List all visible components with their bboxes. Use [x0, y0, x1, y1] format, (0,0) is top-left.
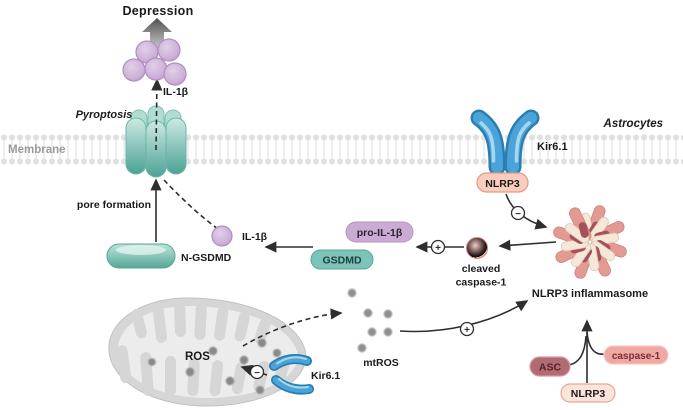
activation-sign	[430, 239, 446, 255]
activation-mtros-inflammasome: +	[399, 300, 529, 337]
gsdmd: GSDMD	[310, 249, 374, 270]
astrocytes-label: Astrocytes	[603, 118, 663, 130]
arrow-inflammasome-caspase1	[498, 239, 557, 251]
pore-formation: pore formation	[77, 178, 162, 242]
gsdmd-label: GSDMD	[322, 255, 362, 267]
mitochondrion-cristae	[116, 302, 291, 397]
nlrp3-receptor-label: NLRP3	[485, 178, 520, 190]
depression-outcome: Depression	[122, 4, 193, 48]
pore-formation-label: pore formation	[77, 199, 151, 211]
pro-il1b: pro-IL-1β	[345, 221, 414, 243]
cleaved-caspase1: cleaved caspase-1	[456, 237, 507, 289]
il1b-cytosol-label: IL-1β	[242, 231, 268, 243]
n-gsdmd-label: N-GSDMD	[181, 252, 232, 264]
ros-particles	[148, 338, 281, 394]
arrow-ros-to-mtros	[242, 308, 343, 347]
n-gsdmd: N-GSDMD	[106, 243, 232, 269]
inhibition-sign	[249, 364, 265, 380]
plus-icon: +	[464, 325, 470, 336]
path-il1b-to-pore	[163, 179, 219, 230]
cleaved-caspase1-label-line2: caspase-1	[456, 277, 507, 289]
membrane-label: Membrane	[8, 144, 66, 156]
pyroptosis-label: Pyroptosis	[76, 109, 133, 121]
pro-il1b-label: pro-IL-1β	[357, 227, 403, 239]
cell-membrane: Membrane	[0, 133, 683, 166]
nlrp3-inflammasome-label: NLRP3 inflammasome	[532, 288, 648, 300]
nlrp3-assembly-label: NLRP3	[571, 388, 606, 400]
cleaved-caspase1-label-line1: cleaved	[462, 263, 501, 275]
minus-icon: −	[515, 209, 521, 220]
plus-icon: +	[435, 243, 441, 254]
nlrp3-pill: NLRP3	[560, 383, 616, 403]
mtros-cluster: mtROS	[347, 288, 399, 369]
caspase1-pill: caspase-1	[603, 345, 669, 365]
mtros-particles	[347, 288, 393, 353]
kir61-mito-label: Kir6.1	[311, 370, 340, 382]
kir61-membrane-label: Kir6.1	[537, 141, 568, 153]
ros-label: ROS	[185, 351, 210, 363]
arrow-il1b-secretion	[151, 78, 163, 151]
mtros-label: mtROS	[363, 357, 399, 369]
nlrp3-inflammasome: NLRP3 inflammasome	[532, 202, 648, 300]
il1b-extracellular-label: IL-1β	[163, 86, 189, 98]
n-gsdmd-highlight	[116, 245, 166, 255]
il1b-release-cluster: IL-1β	[122, 38, 189, 98]
inhibition-nlrp3-inflammasome: −	[505, 193, 548, 230]
il1b-cytosol: IL-1β	[211, 225, 268, 247]
inhibition-kir61-ros: −	[240, 364, 268, 380]
nlrp3-receptor: NLRP3	[476, 172, 529, 193]
inflammasome-assembly: ASC caspase-1 NLRP3	[529, 319, 669, 403]
caspase1-label: caspase-1	[612, 351, 661, 362]
kir61-mito-channel: Kir6.1	[269, 353, 340, 395]
depression-label: Depression	[122, 4, 193, 18]
asc-pill: ASC	[529, 356, 571, 377]
membrane-bilayer	[0, 133, 683, 166]
activation-caspase1-substrates: +	[415, 239, 464, 255]
asc-label: ASC	[539, 362, 562, 374]
activation-sign	[459, 321, 475, 337]
depression-arrow-icon	[142, 18, 172, 48]
mitochondrion: ROS	[108, 297, 307, 407]
gsdmd-pore	[125, 105, 187, 178]
minus-icon: −	[254, 368, 260, 379]
inhibition-sign	[510, 205, 526, 221]
kir61-membrane-channel: Kir6.1	[470, 109, 568, 176]
